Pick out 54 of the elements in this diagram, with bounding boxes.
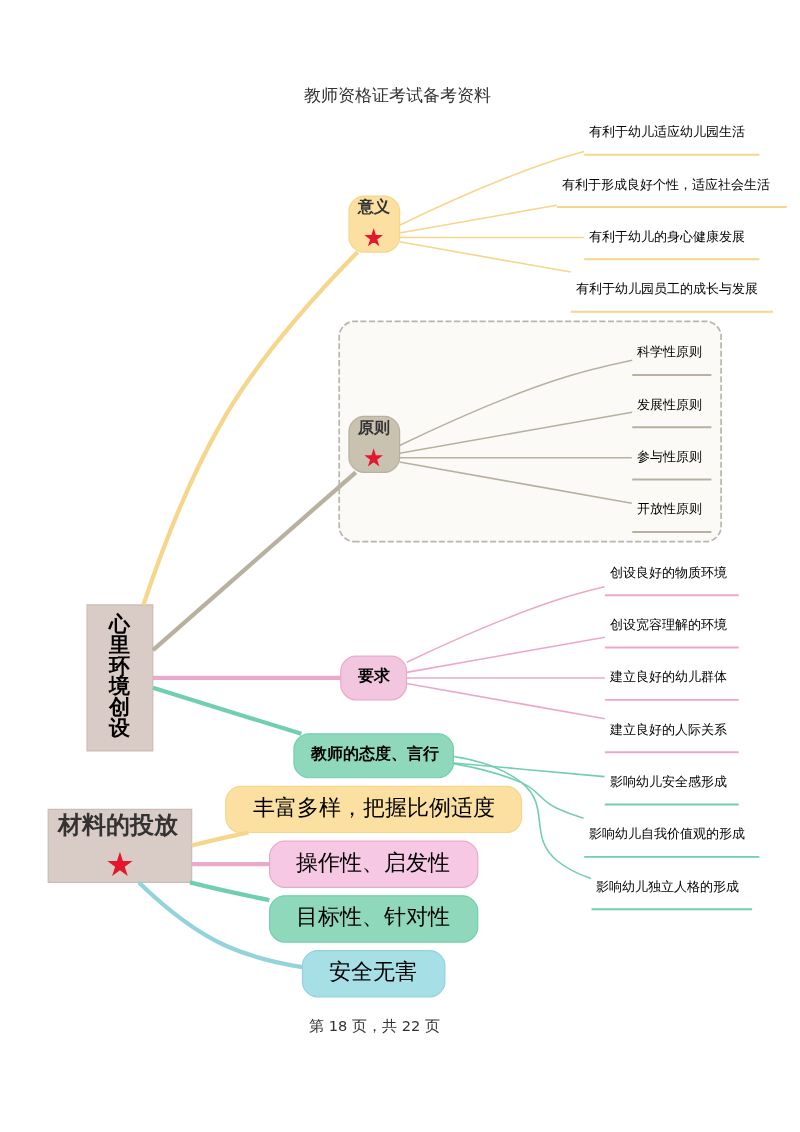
connector (398, 359, 633, 447)
connector (398, 411, 633, 455)
node-star (107, 851, 133, 877)
connector (405, 636, 606, 674)
connector (191, 830, 249, 848)
node-box: 要求 (340, 655, 408, 701)
node-text: 有利于幼儿的身心健康发展 (589, 228, 746, 244)
node-text: 影响幼儿自我价值观的形成 (589, 826, 746, 842)
cluster: 意义 (348, 195, 401, 253)
node-text: 开放性原则 (637, 501, 703, 517)
connector (141, 250, 360, 606)
label: 第 18 页，共 22 页 (309, 1017, 440, 1034)
connector (398, 236, 585, 239)
connector (452, 755, 592, 880)
connector (191, 862, 270, 867)
node-text: 创设宽容理解的环境 (609, 617, 727, 633)
node-text: 科学性原则 (637, 344, 703, 360)
connector (405, 586, 606, 664)
node-text: 发展性原则 (637, 396, 703, 412)
node-text: 创设良好的物质环境 (609, 564, 727, 580)
node-star (364, 228, 383, 247)
connector (151, 470, 358, 652)
node-text: 参与性原则 (637, 449, 703, 465)
connector (452, 762, 606, 778)
diagram-title: 教师资格证考试备考资料 (304, 85, 492, 106)
node-box: 安全无害 (301, 949, 446, 998)
node-box: 目标性、针对性 (269, 895, 479, 943)
connector (137, 880, 303, 970)
node-box: 教师的态度、言行 (293, 733, 454, 779)
node-text: 建立良好的幼儿群体 (609, 669, 727, 685)
connector (398, 150, 585, 226)
cluster: 材料的投放 (47, 808, 193, 883)
node-text: 建立良好的人际关系 (609, 721, 727, 737)
node-text: 影响幼儿独立人格的形成 (596, 878, 740, 894)
connector (398, 456, 633, 459)
node-box: 心里环境创设 (86, 604, 154, 752)
cluster (338, 320, 722, 543)
connector (189, 880, 270, 903)
connector (398, 461, 633, 504)
node-text: 有利于形成良好个性，适应社会生活 (561, 176, 770, 192)
cluster: 原则 (348, 415, 401, 473)
node-star (364, 448, 383, 467)
node-text: 影响幼儿安全感形成 (609, 774, 727, 790)
connector (152, 675, 341, 681)
node-box: 操作性、启发性 (269, 840, 479, 888)
node-text: 有利于幼儿园员工的成长与发展 (575, 281, 758, 297)
connector (405, 682, 606, 720)
node-box: 丰富多样，把握比例适度 (225, 785, 523, 834)
connector (452, 762, 585, 820)
node-text: 有利于幼儿适应幼儿园生活 (589, 124, 746, 140)
connector (405, 677, 606, 679)
connector (152, 685, 303, 736)
connector (398, 241, 572, 273)
connector (398, 204, 558, 234)
